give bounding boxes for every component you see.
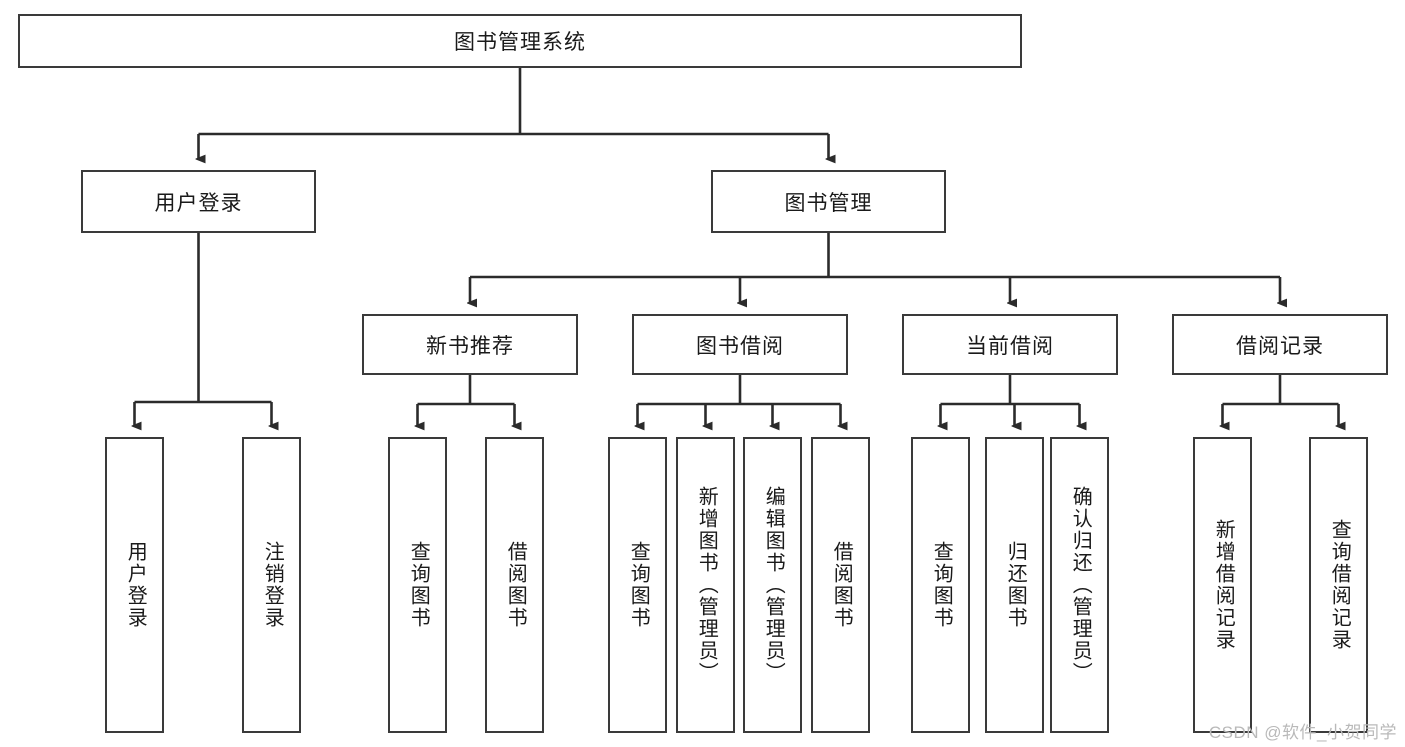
node-leaf-query-borrow-record[interactable]: 查询借阅记录 <box>1309 437 1368 733</box>
node-book-manage[interactable]: 图书管理 <box>711 170 946 233</box>
node-leaf-query-book-borrow[interactable]: 查询图书 <box>608 437 667 733</box>
node-label: 编辑图书（管理员） <box>762 486 785 684</box>
node-label: 新增图书（管理员） <box>695 486 718 684</box>
node-leaf-confirm-return-admin[interactable]: 确认归还（管理员） <box>1050 437 1109 733</box>
node-leaf-borrow-book-recommend[interactable]: 借阅图书 <box>485 437 544 733</box>
node-label: 借阅记录 <box>1236 334 1324 358</box>
node-label: 注销登录 <box>261 541 284 629</box>
node-label: 借阅图书 <box>830 541 853 629</box>
node-label: 新书推荐 <box>426 334 514 358</box>
node-label: 查询图书 <box>407 541 430 629</box>
node-label: 图书借阅 <box>696 334 784 358</box>
node-label: 用户登录 <box>154 191 243 215</box>
node-leaf-user-logout[interactable]: 注销登录 <box>242 437 301 733</box>
node-leaf-add-book-admin[interactable]: 新增图书（管理员） <box>676 437 735 733</box>
node-user-login[interactable]: 用户登录 <box>81 170 316 233</box>
node-label: 图书管理系统 <box>454 31 586 54</box>
node-label: 图书管理 <box>784 191 873 215</box>
node-leaf-edit-book-admin[interactable]: 编辑图书（管理员） <box>743 437 802 733</box>
watermark-text: CSDN @软件_小贺同学 <box>1208 723 1397 742</box>
node-leaf-user-login[interactable]: 用户登录 <box>105 437 164 733</box>
node-root[interactable]: 图书管理系统 <box>18 14 1022 68</box>
node-leaf-borrow-book[interactable]: 借阅图书 <box>811 437 870 733</box>
node-label: 用户登录 <box>124 541 147 629</box>
node-label: 当前借阅 <box>966 334 1054 358</box>
node-label: 查询图书 <box>930 541 953 629</box>
node-label: 归还图书 <box>1004 541 1027 629</box>
node-book-borrow[interactable]: 图书借阅 <box>632 314 848 375</box>
node-borrow-record[interactable]: 借阅记录 <box>1172 314 1388 375</box>
node-label: 查询图书 <box>627 541 650 629</box>
node-leaf-return-book[interactable]: 归还图书 <box>985 437 1044 733</box>
node-leaf-query-book-recommend[interactable]: 查询图书 <box>388 437 447 733</box>
node-new-book-recommend[interactable]: 新书推荐 <box>362 314 578 375</box>
node-current-borrow[interactable]: 当前借阅 <box>902 314 1118 375</box>
node-label: 确认归还（管理员） <box>1069 486 1092 684</box>
node-label: 借阅图书 <box>504 541 527 629</box>
node-label: 查询借阅记录 <box>1328 519 1351 651</box>
node-leaf-query-book-current[interactable]: 查询图书 <box>911 437 970 733</box>
node-leaf-add-borrow-record[interactable]: 新增借阅记录 <box>1193 437 1252 733</box>
node-label: 新增借阅记录 <box>1212 519 1235 651</box>
